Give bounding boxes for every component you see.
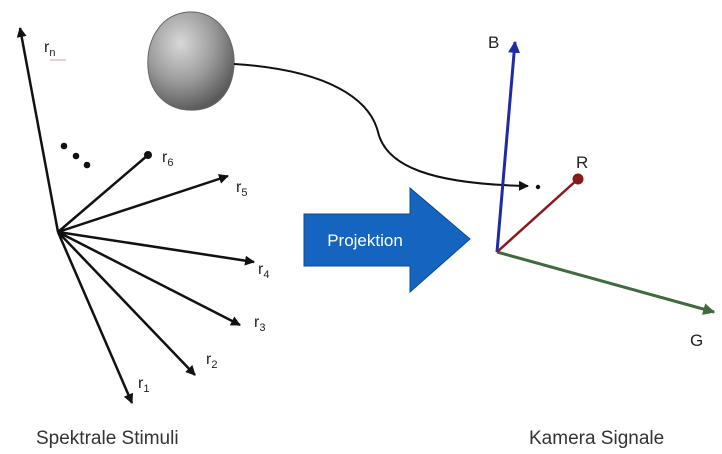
axis-b bbox=[495, 40, 521, 253]
ellipsis-dots bbox=[60, 142, 91, 169]
vector-label-r4: r4 bbox=[258, 261, 269, 281]
vector-label-r3: r3 bbox=[254, 314, 265, 334]
axis-r bbox=[496, 178, 579, 253]
vector-r6-tip bbox=[144, 151, 152, 159]
vector-label-r5: r5 bbox=[236, 179, 247, 199]
mapping-curve bbox=[233, 63, 529, 191]
axis-label-r: R bbox=[576, 153, 588, 172]
vector-rn bbox=[16, 27, 60, 233]
projection-label: Projektion bbox=[327, 231, 403, 250]
projection-arrow bbox=[303, 186, 471, 294]
vector-r4 bbox=[57, 230, 255, 266]
vector-label-r2: r2 bbox=[206, 351, 217, 371]
vector-label-r6: r6 bbox=[162, 149, 173, 169]
vector-label-r1: r1 bbox=[138, 375, 149, 395]
vector-r1 bbox=[56, 231, 134, 404]
axis-g bbox=[496, 250, 716, 315]
axis-r-tip bbox=[572, 173, 584, 185]
axis-label-g: G bbox=[690, 331, 703, 350]
vector-r6 bbox=[57, 154, 149, 233]
projected-point bbox=[535, 184, 541, 190]
caption-camera-signals: Kamera Signale bbox=[529, 428, 664, 449]
camera-axes bbox=[495, 40, 716, 315]
vector-r3 bbox=[57, 230, 241, 327]
axis-label-b: B bbox=[488, 33, 499, 52]
stimulus-blob bbox=[147, 11, 235, 111]
vector-r2 bbox=[57, 231, 196, 376]
spectral-vectors bbox=[16, 27, 255, 404]
vector-r5 bbox=[57, 174, 229, 234]
caption-spectral-stimuli: Spektrale Stimuli bbox=[36, 428, 179, 449]
vector-label-rn: rn bbox=[44, 39, 55, 59]
